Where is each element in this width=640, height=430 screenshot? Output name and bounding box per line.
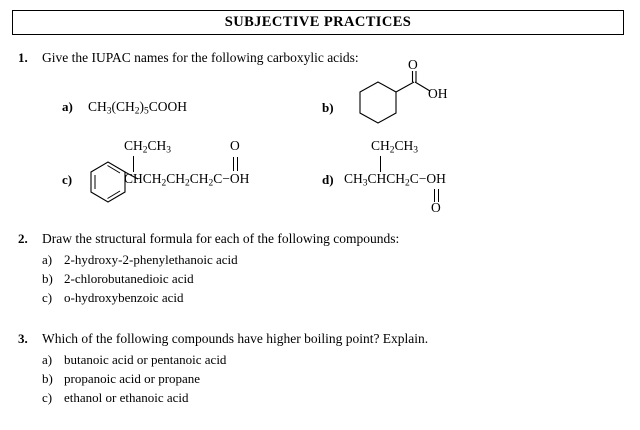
question-1d-carbonyl-o: O <box>431 200 441 215</box>
question-1c-branch: CH2CH3 <box>124 138 172 156</box>
question-1a-formula: CH3(CH2)5COOH <box>88 99 188 117</box>
question-2c-text: o-hydroxybenzoic acid <box>64 290 184 305</box>
question-1c-chain: CHCH2CH2CH2C−OH <box>124 171 250 189</box>
question-3c-text: ethanol or ethanoic acid <box>64 390 189 405</box>
question-2a-label: a) <box>42 252 53 267</box>
question-1-text: Give the IUPAC names for the following c… <box>42 50 359 65</box>
question-1b-carbonyl-o: O <box>408 57 418 72</box>
question-1d-chain: CH3CHCH2C−OH <box>344 171 446 189</box>
question-2-number: 2. <box>18 231 28 246</box>
question-1d-structure: CH2CH3 CH3CHCH2C−OH O <box>344 138 534 215</box>
header-box: SUBJECTIVE PRACTICES <box>12 10 624 35</box>
question-3b-label: b) <box>42 371 53 386</box>
question-3a-text: butanoic acid or pentanoic acid <box>64 352 227 367</box>
question-3-number: 3. <box>18 331 28 346</box>
question-2b-text: 2-chlorobutanedioic acid <box>64 271 194 286</box>
question-1b-oh: OH <box>428 86 448 101</box>
question-3b-text: propanoic acid or propane <box>64 371 201 386</box>
question-3a-label: a) <box>42 352 53 367</box>
question-1b-label: b) <box>322 100 334 115</box>
question-1c-branch-bond <box>133 156 134 172</box>
question-2a-text: 2-hydroxy-2-phenylethanoic acid <box>64 252 238 267</box>
question-3-text: Which of the following compounds have hi… <box>42 331 429 346</box>
question-1-number: 1. <box>18 50 28 65</box>
question-1d-label: d) <box>322 172 334 187</box>
question-1b-structure: O OH <box>342 57 472 130</box>
question-1c-double-bond-left <box>233 157 234 171</box>
question-1d-branch: CH2CH3 <box>371 138 419 156</box>
question-1d-double-bond-right <box>437 189 439 202</box>
question-1c-structure: CH2CH3 CHCH2CH2CH2C−OH O <box>86 138 316 203</box>
question-1c-carbonyl-o: O <box>230 138 240 153</box>
page-title: SUBJECTIVE PRACTICES <box>224 14 412 30</box>
question-2c-label: c) <box>42 290 53 305</box>
question-1a-label: a) <box>62 99 73 114</box>
question-1c-double-bond-right <box>236 157 238 171</box>
question-1d-branch-bond <box>380 156 381 172</box>
question-1d-double-bond-left <box>434 189 435 202</box>
question-2b-label: b) <box>42 271 53 286</box>
question-3c-label: c) <box>42 390 53 405</box>
question-2-text: Draw the structural formula for each of … <box>42 231 400 246</box>
question-1c-label: c) <box>62 172 73 187</box>
